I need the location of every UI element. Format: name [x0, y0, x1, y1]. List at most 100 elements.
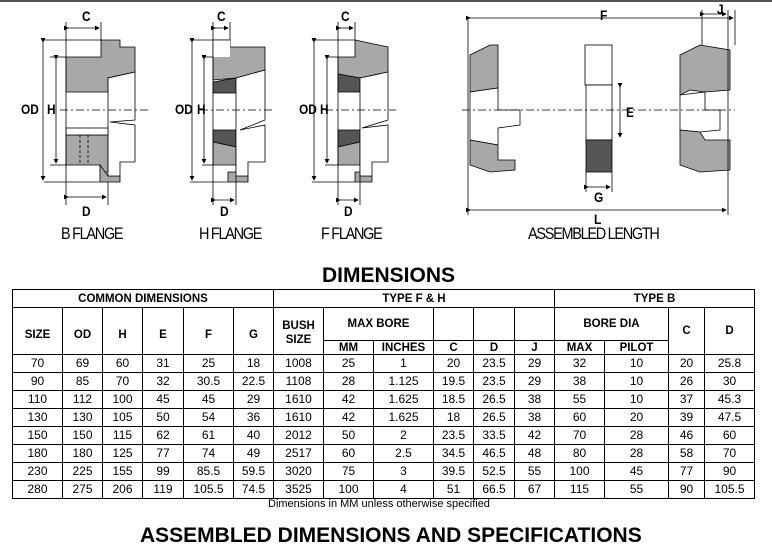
table-cell: 60 [704, 426, 755, 445]
table-cell: 2.5 [373, 444, 434, 463]
table-cell: 2012 [273, 426, 324, 445]
flange-drawings [40, 10, 736, 215]
table-cell: 45 [183, 390, 234, 409]
table-cell: 55 [514, 462, 555, 481]
table-cell: 77 [668, 462, 705, 481]
b-flange-d-label: D [82, 203, 91, 219]
b-flange-c-label: C [82, 8, 91, 24]
table-cell: 70 [12, 354, 63, 373]
table-cell: 39 [668, 408, 705, 427]
table-cell: 1610 [273, 408, 324, 427]
table-cell: 28 [323, 372, 374, 391]
table-cell: 100 [323, 480, 374, 499]
table-cell: 23.5 [473, 354, 515, 373]
group-type-b: TYPE B [554, 289, 755, 308]
assembled-e-label: E [626, 104, 634, 120]
header-od: OD [62, 307, 103, 355]
table-cell: 50 [323, 426, 374, 445]
table-cell: 130 [62, 408, 103, 427]
table-cell: 1.125 [373, 372, 434, 391]
table-cell: 46.5 [473, 444, 515, 463]
table-cell: 36 [233, 408, 274, 427]
table-cell: 18 [233, 354, 274, 373]
table-cell: 74.5 [233, 480, 274, 499]
group-type-fh: TYPE F & H [273, 289, 555, 308]
b-flange-h-label: H [47, 101, 56, 117]
table-cell: 26.5 [473, 408, 515, 427]
table-cell: 105.5 [704, 480, 755, 499]
table-cell: 230 [12, 462, 63, 481]
table-cell: 2517 [273, 444, 324, 463]
table-cell: 30 [704, 372, 755, 391]
table-cell: 70 [554, 426, 605, 445]
table-cell: 39.5 [433, 462, 474, 481]
table-cell: 51 [433, 480, 474, 499]
table-cell: 130 [12, 408, 63, 427]
table-cell: 28 [604, 444, 669, 463]
assembled-drawing [462, 10, 736, 215]
table-cell: 70 [704, 444, 755, 463]
table-cell: 85.5 [183, 462, 234, 481]
table-cell: 38 [554, 372, 605, 391]
header-h: H [102, 307, 143, 355]
table-cell: 2 [373, 426, 434, 445]
table-cell: 55 [604, 480, 669, 499]
table-cell: 90 [668, 480, 705, 499]
header-g: G [233, 307, 274, 355]
table-cell: 32 [554, 354, 605, 373]
header-j: J [514, 340, 555, 355]
table-cell: 22.5 [233, 372, 274, 391]
table-cell: 155 [102, 462, 143, 481]
table-cell: 40 [233, 426, 274, 445]
table-cell: 280 [12, 480, 63, 499]
table-cell: 110 [12, 390, 63, 409]
table-cell: 31 [142, 354, 184, 373]
table-cell: 29 [514, 354, 555, 373]
table-cell: 1.625 [373, 408, 434, 427]
table-cell: 1.625 [373, 390, 434, 409]
table-cell: 20 [433, 354, 474, 373]
table-cell: 10 [604, 372, 669, 391]
header-mm: MM [323, 340, 374, 355]
assembled-l-label: L [594, 211, 602, 227]
table-cell: 59.5 [233, 462, 274, 481]
f-flange-c-label: C [341, 8, 350, 24]
table-cell: 20 [604, 408, 669, 427]
table-cell: 49 [233, 444, 274, 463]
table-cell: 29 [233, 390, 274, 409]
table-cell: 67 [514, 480, 555, 499]
table-cell: 25 [323, 354, 374, 373]
f-flange-caption: F FLANGE [321, 224, 383, 243]
table-cell: 85 [62, 372, 103, 391]
table-cell: 55 [554, 390, 605, 409]
f-flange-d-label: D [344, 203, 353, 219]
table-cell: 10 [604, 354, 669, 373]
table-cell: 90 [12, 372, 63, 391]
assembled-g-label: G [594, 189, 604, 205]
table-cell: 150 [12, 426, 63, 445]
table-cell: 4 [373, 480, 434, 499]
table-cell: 23.5 [433, 426, 474, 445]
h-flange-h-label: H [197, 101, 206, 117]
header-c: C [433, 340, 474, 355]
table-cell: 25.8 [704, 354, 755, 373]
table-cell: 45 [142, 390, 184, 409]
table-cell: 20 [668, 354, 705, 373]
header-b-d: D [704, 307, 755, 355]
header-b-c: C [668, 307, 705, 355]
table-cell: 38 [514, 408, 555, 427]
table-cell: 100 [554, 462, 605, 481]
table-cell: 52.5 [473, 462, 515, 481]
h-flange-od-label: OD [175, 101, 193, 117]
table-cell: 225 [62, 462, 103, 481]
table-cell: 77 [142, 444, 184, 463]
header-bore-dia: BORE DIA [554, 307, 669, 341]
table-cell: 26.5 [473, 390, 515, 409]
header-max-bore: MAX BORE [323, 307, 434, 341]
table-cell: 30.5 [183, 372, 234, 391]
table-cell: 48 [514, 444, 555, 463]
table-cell: 60 [323, 444, 374, 463]
